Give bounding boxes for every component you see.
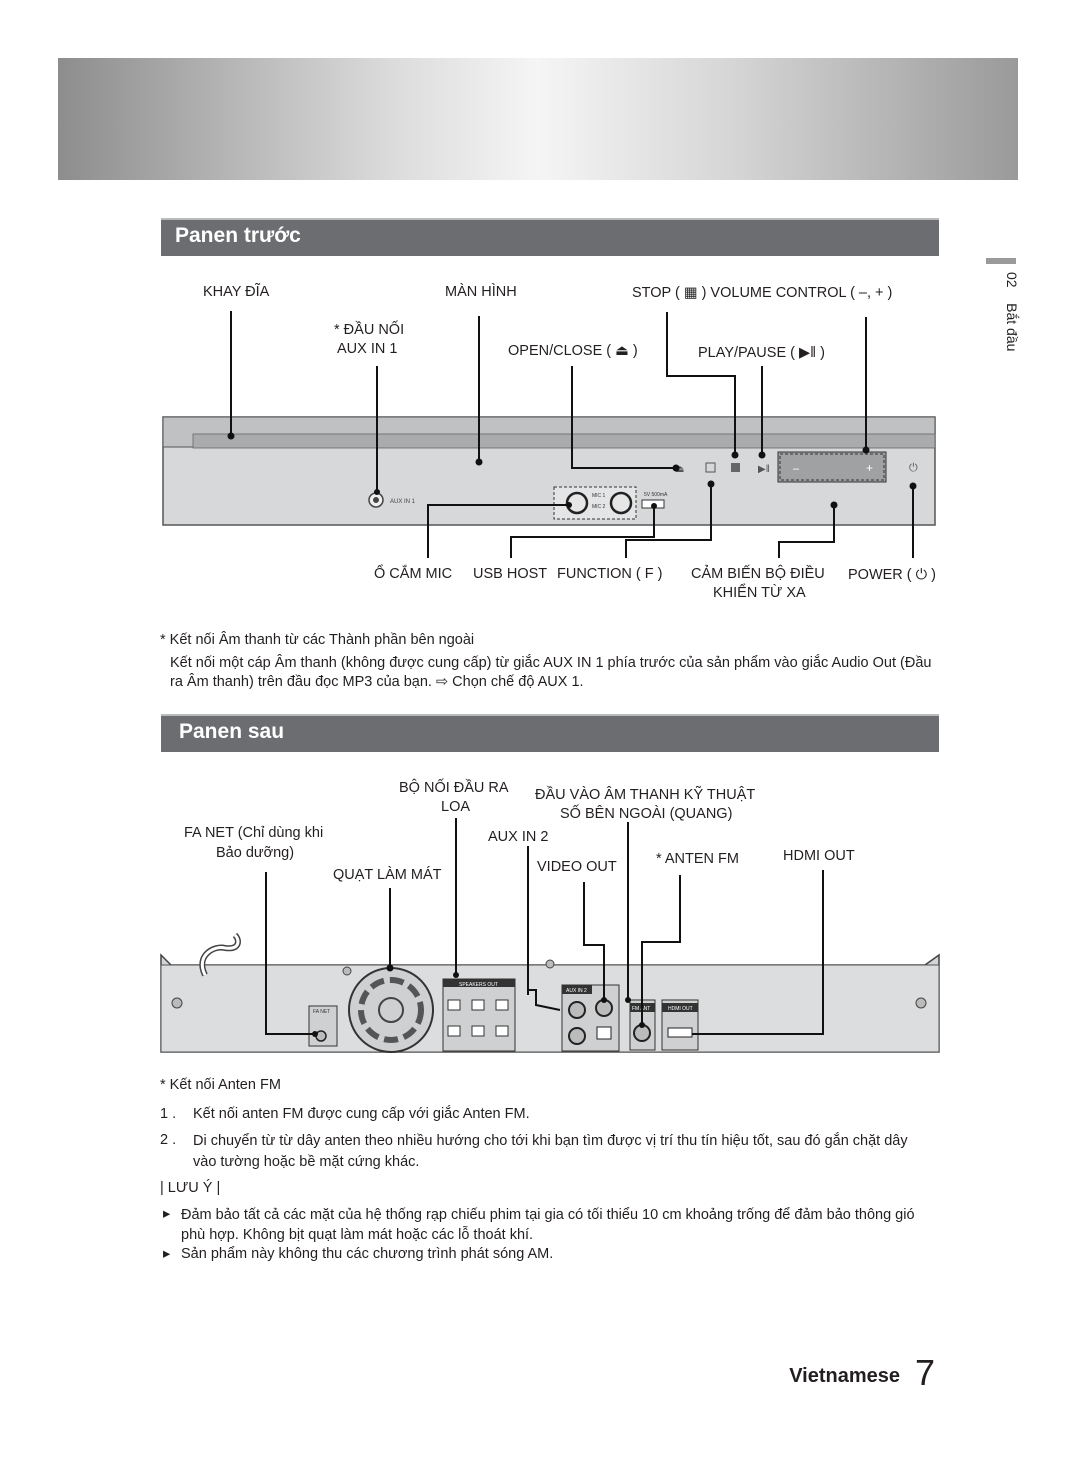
stop-icon [731,463,740,472]
step-2-text: Di chuyển từ từ dây anten theo nhiều hướ… [193,1133,908,1170]
step-2-number: 2 . [160,1132,177,1148]
play-pause-icon: ▶‖ [758,464,770,475]
label-remote-sensor-b: KHIỂN TỪ XA [713,585,806,601]
function-icon [705,462,716,473]
label-aux-in-1-b: AUX IN 1 [337,341,398,357]
chapter-marker [986,258,1016,264]
label-fa-net-a: FA NET (Chỉ dùng khi [184,825,324,841]
note-2-bullet: ▸ [163,1246,171,1262]
step-1-number: 1 . [160,1106,177,1122]
mic1-print: MIC 1 [592,493,606,499]
front-note-body: Kết nối một cáp Âm thanh (không được cun… [170,655,932,690]
label-cooling-fan: QUẠT LÀM MÁT [333,867,442,883]
front-note-title: * Kết nối Âm thanh từ các Thành phần bên… [160,632,475,648]
chapter-tab: 02 Bắt đầu [1000,272,1020,351]
volume-panel [777,451,887,483]
page-number: 7 [915,1352,936,1393]
footer-language: Vietnamese [789,1365,900,1387]
label-remote-sensor-a: CẢM BIẾN BỘ ĐIỀU [691,566,825,582]
aux-in-2-print: AUX IN 2 [566,988,587,994]
antenna-title: * Kết nối Anten FM [160,1077,281,1093]
chapter-number: 02 [1004,272,1020,288]
label-aux-in-2: AUX IN 2 [488,829,549,845]
header-banner [58,58,1018,180]
power-icon: ⏻ [909,462,918,474]
label-fa-net-b: Bảo dưỡng) [216,845,295,861]
usb-print: 5V 500mA [644,492,668,498]
label-video-out: VIDEO OUT [537,859,617,875]
chapter-title: Bắt đầu [1004,303,1020,352]
note-1-text: Đảm bảo tất cả các mặt của hệ thống rạp … [181,1207,915,1243]
volume-plus-icon: + [866,461,873,475]
speakers-out-block [442,978,516,1052]
speakers-out-print: SPEAKERS OUT [459,982,498,988]
label-function: FUNCTION ( F ) [557,566,663,582]
eject-icon: ⏏ [675,464,684,475]
label-stop-volume: STOP ( ▦ ) VOLUME CONTROL ( –, + ) [632,285,893,301]
aux-in-print: AUX IN 1 [390,499,416,505]
front-leader-lines [230,311,914,558]
volume-dashed [779,453,885,481]
label-speaker-out-b: LOA [441,799,471,815]
hdmi-out-print: HDMI OUT [668,1006,693,1012]
label-mic-jack: Ổ CẮM MIC [374,566,453,582]
label-disc-tray: KHAY ĐĨA [203,284,270,300]
label-open-close: OPEN/CLOSE ( ⏏ ) [508,343,638,359]
label-speaker-out-a: BỘ NỐI ĐẦU RA [399,780,509,796]
rear-leader-lines [265,818,824,1035]
rear-panel-title: Panen sau [179,720,285,743]
label-optical-b: SỐ BÊN NGOÀI (QUANG) [560,806,733,822]
mic-2-jack [609,491,633,515]
rear-panel-heading: Panen sau [161,714,939,752]
label-fm-antenna: * ANTEN FM [656,851,739,867]
disc-tray-slot [192,433,936,449]
label-play-pause: PLAY/PAUSE ( ▶‖ ) [698,345,825,361]
step-1-text: Kết nối anten FM được cung cấp với giắc … [193,1106,530,1122]
label-power: POWER ( ⏻ ) [848,567,936,583]
label-display: MÀN HÌNH [445,284,517,300]
label-hdmi-out: HDMI OUT [783,848,855,864]
label-usb-host: USB HOST [473,566,548,582]
front-panel-heading: Panen trước [161,218,939,256]
fa-net-print: FA NET [313,1009,330,1015]
notes-title: | LƯU Ý | [160,1180,221,1196]
front-panel-title: Panen trước [175,224,301,247]
volume-minus-icon: – [793,463,800,475]
note-2-text: Sản phẩm này không thu các chương trình … [181,1246,554,1262]
mic2-print: MIC 2 [592,504,606,510]
label-optical-a: ĐẦU VÀO ÂM THANH KỸ THUẬT [535,787,756,803]
note-1-bullet: ▸ [163,1206,171,1222]
label-aux-in-1-a: * ĐẦU NỐI [334,322,405,338]
